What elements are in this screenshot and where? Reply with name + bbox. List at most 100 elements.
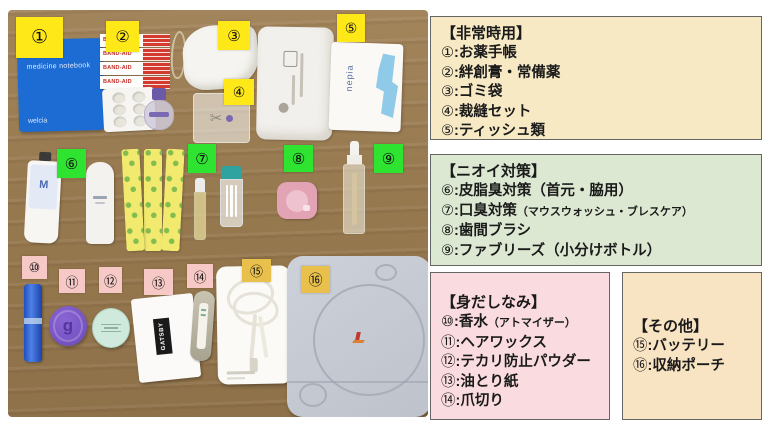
eyedrop-bottle — [142, 88, 175, 131]
item-label: 爪切り — [460, 393, 504, 409]
item-label: ヘアワックス — [460, 334, 547, 351]
hair-wax-jar: g — [49, 306, 87, 346]
bandaid-stripe — [143, 34, 170, 47]
item-label: 収納ポーチ — [652, 357, 725, 374]
face-powder-compact — [92, 308, 130, 348]
legend-item: ⑩:香水（アトマイザー） — [441, 314, 576, 330]
item-label: バッテリー — [652, 338, 725, 354]
legend-box-grooming: 【身だしなみ】 ⑩:香水（アトマイザー） ⑪:ヘアワックス ⑫:テカリ防止パウダ… — [430, 272, 610, 420]
item-label: 裁縫セット — [458, 103, 532, 120]
mobile-battery-with-cable — [215, 265, 293, 385]
legend-item: ⑮:バッテリー — [633, 338, 725, 354]
item-number: ⑫ — [441, 354, 456, 370]
marker-11: ⑪ — [59, 269, 85, 293]
item-number: ⑬ — [441, 373, 456, 390]
wipes-round-mark — [278, 102, 289, 113]
nepia-logo-icon — [375, 53, 399, 118]
category-title: 【身だしなみ】 — [441, 294, 547, 311]
febreze-spray-bottle — [342, 141, 366, 235]
bandaid-stripe — [143, 62, 170, 75]
nepia-tissue-pack: nepia — [328, 41, 404, 133]
gatsby-logo-text: GATSBY — [152, 317, 173, 356]
floss-case — [277, 182, 317, 219]
pouch-disc-lid-seam — [313, 284, 425, 396]
legend-item: ⑧:歯間ブラシ — [441, 223, 532, 239]
item-number: ③ — [441, 84, 454, 100]
item-label: お薬手帳 — [458, 45, 517, 61]
items-photo: medicine notebook welcia BAND-AID BAND-A… — [8, 10, 428, 417]
wet-tissue-pack — [256, 26, 334, 141]
notebook-brand-text: welcia — [27, 117, 48, 125]
legend-box-odor: 【ニオイ対策】 ⑥:皮脂臭対策（首元・脇用） ⑦:口臭対策（マウスウォッシュ・ブ… — [430, 154, 762, 266]
wipes-logo-mark — [283, 50, 298, 68]
bandaid-packs: BAND-AID BAND-AID BAND-AID BAND-AID — [100, 34, 170, 92]
bandaid-stripe — [143, 48, 170, 61]
item-number: ⑤ — [441, 123, 454, 139]
marker-12: ⑫ — [99, 267, 122, 293]
legend-item: ⑨:ファブリーズ（小分けボトル） — [441, 242, 662, 259]
legend-box-other: 【その他】 ⑮:バッテリー ⑯:収納ポーチ — [622, 272, 762, 420]
bandaid-stripe — [143, 76, 170, 89]
item-number: ⑧ — [441, 223, 454, 239]
marker-16: ⑯ — [301, 266, 330, 293]
legend-item: ①:お薬手帳 — [441, 45, 517, 61]
item-number: ② — [441, 64, 454, 81]
legend-item: ⑯:収納ポーチ — [633, 357, 725, 374]
item-label: テカリ防止パウダー — [460, 354, 591, 370]
marker-5: ⑤ — [337, 14, 365, 42]
marker-9: ⑨ — [374, 144, 403, 173]
bandaid-pack: BAND-AID — [100, 76, 170, 89]
item-number: ⑥ — [441, 183, 454, 199]
legend-item: ⑤:ティッシュ類 — [441, 123, 545, 139]
item-sublabel: （マウスウォッシュ・ブレスケア） — [516, 205, 693, 218]
legend-item: ⑪:ヘアワックス — [441, 334, 547, 351]
marker-15: ⑮ — [242, 259, 271, 282]
category-title: 【非常時用】 — [441, 25, 532, 42]
nepia-brand-text: nepia — [343, 64, 355, 92]
marker-14: ⑭ — [187, 264, 213, 288]
marker-7: ⑦ — [188, 144, 216, 173]
pouch-button-detail — [375, 264, 397, 281]
interdental-brush-pack — [219, 166, 244, 229]
breath-care-sachets — [121, 148, 186, 253]
legend-item: ③:ゴミ袋 — [441, 84, 503, 100]
marker-13: ⑬ — [144, 269, 173, 295]
legend-box-emergency: 【非常時用】 ①:お薬手帳 ②:絆創膏・常備薬 ③:ゴミ袋 ④:裁縫セット ⑤:… — [430, 16, 762, 140]
item-label: ゴミ袋 — [458, 84, 503, 100]
thread-spool — [226, 114, 234, 122]
legend-item: ⑭:爪切り — [441, 393, 504, 409]
legend-item: ⑦:口臭対策（マウスウォッシュ・ブレスケア） — [441, 202, 693, 219]
marker-10: ⑩ — [22, 256, 47, 279]
item-number: ⑮ — [633, 338, 648, 354]
category-title: 【その他】 — [633, 318, 709, 335]
pouch-corner-detail — [299, 383, 327, 407]
scissors-icon: ✂ — [209, 110, 223, 127]
item-label: 皮脂臭対策（首元・脇用） — [458, 183, 633, 199]
item-label: 香水 — [458, 314, 488, 330]
item-label: 歯間ブラシ — [458, 223, 532, 239]
marker-8: ⑧ — [284, 145, 313, 172]
category-title: 【ニオイ対策】 — [441, 163, 547, 180]
legend-item: ⑥:皮脂臭対策（首元・脇用） — [441, 183, 633, 199]
item-label: 絆創膏・常備薬 — [458, 64, 561, 81]
legend-item: ⑬:油とり紙 — [441, 373, 519, 390]
item-sublabel: （アトマイザー） — [487, 317, 576, 329]
legend-item: ②:絆創膏・常備薬 — [441, 64, 561, 81]
rollon-deodorant — [86, 162, 114, 244]
item-number: ⑪ — [441, 334, 456, 351]
item-label: 口臭対策 — [458, 202, 517, 219]
item-number: ⑯ — [633, 357, 648, 374]
item-number: ⑨ — [441, 242, 454, 259]
playstation-logo-icon — [352, 332, 365, 344]
item-number: ⑭ — [441, 393, 456, 409]
item-number: ④ — [441, 103, 454, 120]
marker-6: ⑥ — [57, 149, 86, 178]
marker-1: ① — [16, 17, 63, 58]
notebook-title-text: medicine notebook — [26, 62, 91, 71]
perfume-atomizer — [24, 284, 42, 362]
marker-4: ④ — [224, 79, 254, 105]
breath-spray-vial — [193, 178, 207, 242]
marker-2: ② — [106, 21, 139, 52]
cable-connector — [249, 357, 258, 373]
tube-label: M — [28, 164, 59, 210]
